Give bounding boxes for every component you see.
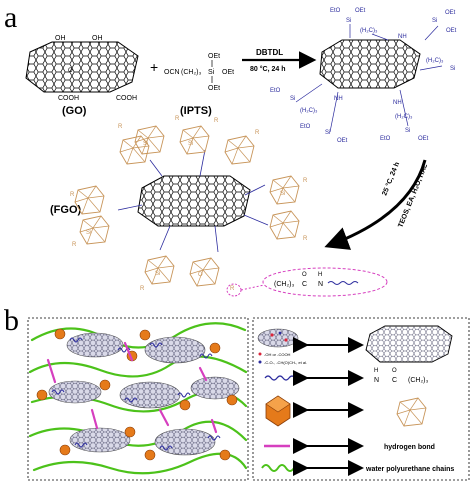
poss-si-label: Si (143, 141, 148, 147)
silane-eto-label: EtO (330, 8, 341, 14)
go-cooh-label: COOH (116, 95, 137, 102)
poss-si-label: Si (188, 141, 193, 147)
legend-urethane-c: C (392, 377, 397, 384)
silane-go: EtO OEt Si (H₂C)₃ NH Si OEt OEt (H₂C)₃ S… (270, 8, 457, 144)
poss-r-label: R (140, 286, 145, 292)
ipts-molecule: OCN (CH₂)₃ Si OEt OEt OEt (164, 53, 234, 92)
fgo-sheet (117, 149, 269, 253)
legend-urethane-n: N (374, 377, 379, 384)
legend-pu-label: water polyurethane chains (365, 466, 454, 473)
silane-oet-label: OEt (337, 138, 348, 144)
poss-labels: R R R R R R R R R R Si Si Si Si Si O (70, 116, 308, 292)
poss-si-label: Si (155, 271, 160, 277)
go-o-label: O (68, 68, 73, 74)
go-label: (GO) (62, 105, 87, 117)
legend-urethane: N H C O (CH₂)₃ (264, 368, 428, 386)
ipts-ocn: OCN (164, 69, 180, 76)
silane-si-label: Si (450, 66, 455, 72)
go-oh-label: OH (55, 35, 66, 42)
urethane-c: C (302, 281, 307, 288)
silane-chain-label: (H₂C)₃ (360, 28, 378, 34)
ipts-oet: OEt (208, 53, 220, 60)
urethane-chain: (CH₂)₃ (274, 281, 294, 288)
silane-eto-label: EtO (270, 88, 281, 94)
silane-eto-label: EtO (380, 136, 391, 142)
ipts-label: (IPTS) (180, 105, 212, 117)
poss-particles (36, 328, 238, 461)
silane-eto-label: EtO (300, 124, 311, 130)
urethane-n: N (318, 281, 323, 288)
legend-hbond: hydrogen bond (264, 438, 435, 454)
reagents-label: TEOS, EA, H₂O, HAc (397, 163, 429, 229)
poss-r-label: R (303, 178, 308, 184)
silane-oet-label: OEt (446, 28, 457, 34)
legend-urethane-chain: (CH₂)₃ (408, 377, 428, 384)
go-oh-label: OH (92, 35, 103, 42)
silane-si-label: Si (405, 128, 410, 134)
poss-r-label: R (255, 130, 260, 136)
urethane-o: O (302, 272, 307, 278)
conditions-label-2: 25 °C, 24 h (380, 161, 401, 197)
poss-o-label: O (198, 272, 203, 278)
silane-nh-label: NH (398, 34, 407, 40)
legend-hbond-label: hydrogen bond (384, 444, 435, 451)
urethane-h: H (318, 272, 322, 278)
urethane-callout: (CH₂)₃ C O N H (226, 267, 388, 297)
go-sheet: OH OH O COOH COOH (25, 35, 139, 102)
legend-urethane-h: H (374, 368, 378, 374)
silane-nh-label: NH (393, 100, 402, 106)
legend-urethane-o: O (392, 368, 397, 374)
legend-graphene: -OH or -COOH -C-O-, -CH(O)CH-, et al. (257, 325, 453, 365)
silane-oet-label: OEt (355, 8, 366, 14)
poss-r-label: R (303, 236, 308, 242)
poss-r-label: R (214, 118, 219, 124)
poss-r-label: R (175, 116, 180, 122)
poss-r-label: R (230, 286, 235, 292)
poss-si-label: Si (86, 230, 91, 236)
silane-chain-label: (H₂C)₃ (300, 108, 318, 114)
catalyst-label: DBTDL (256, 48, 283, 57)
conditions-label-1: 80 °C, 24 h (250, 65, 285, 73)
silane-oet-label: OEt (418, 136, 429, 142)
panel-b-letter: b (4, 304, 19, 337)
poss-r-label: R (72, 242, 77, 248)
ipts-si: Si (208, 69, 215, 76)
silane-si-label: Si (325, 130, 330, 136)
legend-epoxy-note: -C-O-, -CH(O)CH-, et al. (264, 360, 307, 365)
poss-r-label: R (118, 124, 123, 130)
composite-box (27, 317, 249, 481)
go-cooh-label: COOH (58, 95, 79, 102)
silane-chain-label: (H₂C)₃ (426, 58, 444, 64)
legend-poss (265, 395, 427, 427)
fgo-label: (FGO) (50, 204, 81, 216)
plus-sign: + (150, 59, 158, 75)
silane-oet-label: OEt (445, 10, 456, 16)
silane-nh-label: NH (334, 96, 343, 102)
silane-chain-label: (H₂C)₃ (395, 114, 413, 120)
silane-si-label: Si (290, 96, 295, 102)
legend-box (252, 317, 470, 481)
silane-si-label: Si (346, 18, 351, 24)
legend-oh-note: -OH or -COOH (264, 352, 291, 357)
silane-si-label: Si (432, 18, 437, 24)
poss-r-label: R (70, 192, 75, 198)
legend-pu: water polyurethane chains (261, 460, 454, 476)
hydrogen-bonds (46, 341, 218, 434)
poss-si-label: Si (280, 191, 285, 197)
ipts-oet: OEt (208, 85, 220, 92)
reaction-arrow-1: DBTDL 80 °C, 24 h (242, 48, 317, 73)
ipts-oet: OEt (222, 69, 234, 76)
ipts-chain: (CH₂)₃ (181, 69, 201, 76)
panel-a-letter: a (4, 1, 17, 34)
reaction-arrow-2: 25 °C, 24 h TEOS, EA, H₂O, HAc (324, 159, 429, 250)
